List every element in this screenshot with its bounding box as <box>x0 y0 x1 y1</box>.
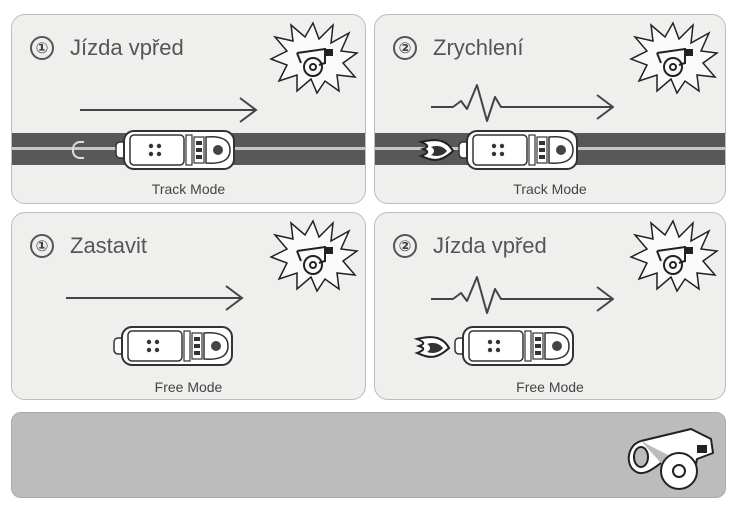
step-number: ① <box>30 36 54 60</box>
pulse-arrow-icon <box>429 271 617 317</box>
whistle-icon <box>627 217 719 293</box>
step-number: ② <box>393 234 417 258</box>
robot-car-icon <box>112 325 234 367</box>
panel-free-stop: ① Zastavit Free Mode <box>11 212 366 400</box>
arrow-right-icon <box>64 283 246 313</box>
mode-label: Track Mode <box>151 181 226 197</box>
flame-icon <box>413 333 453 363</box>
robot-car-icon <box>457 129 579 171</box>
whistle-large-icon <box>627 428 714 490</box>
mode-label: Free Mode <box>516 379 584 395</box>
panel-title: Jízda vpřed <box>70 35 184 60</box>
flame-icon <box>417 136 457 166</box>
panel-heading: ② Zrychlení <box>393 35 523 61</box>
panel-track-forward: ① Jízda vpřed Track Mode <box>11 14 366 204</box>
panel-track-accelerate: ② Zrychlení Track Mode <box>374 14 726 204</box>
robot-car-icon <box>114 129 236 171</box>
step-number: ① <box>30 234 54 258</box>
mode-label: Free Mode <box>154 379 223 395</box>
panel-title: Zastavit <box>70 233 148 258</box>
whistle-icon <box>267 217 359 293</box>
panel-heading: ① Zastavit <box>30 233 147 259</box>
robot-car-icon <box>453 325 575 367</box>
mode-label: Track Mode <box>513 181 587 197</box>
whistle-icon <box>627 19 719 95</box>
panel-free-forward: ② Jízda vpřed Free Mode <box>374 212 726 400</box>
pulse-arrow-icon <box>429 79 617 125</box>
track-connector <box>72 141 84 159</box>
panel-heading: ① Jízda vpřed <box>30 35 184 61</box>
panel-title: Zrychlení <box>433 35 524 60</box>
panel-title: Jízda vpřed <box>433 233 547 258</box>
panel-heading: ② Jízda vpřed <box>393 233 547 259</box>
step-number: ② <box>393 36 417 60</box>
bottom-bar <box>11 412 726 498</box>
whistle-icon <box>267 19 359 95</box>
arrow-right-icon <box>78 95 260 125</box>
